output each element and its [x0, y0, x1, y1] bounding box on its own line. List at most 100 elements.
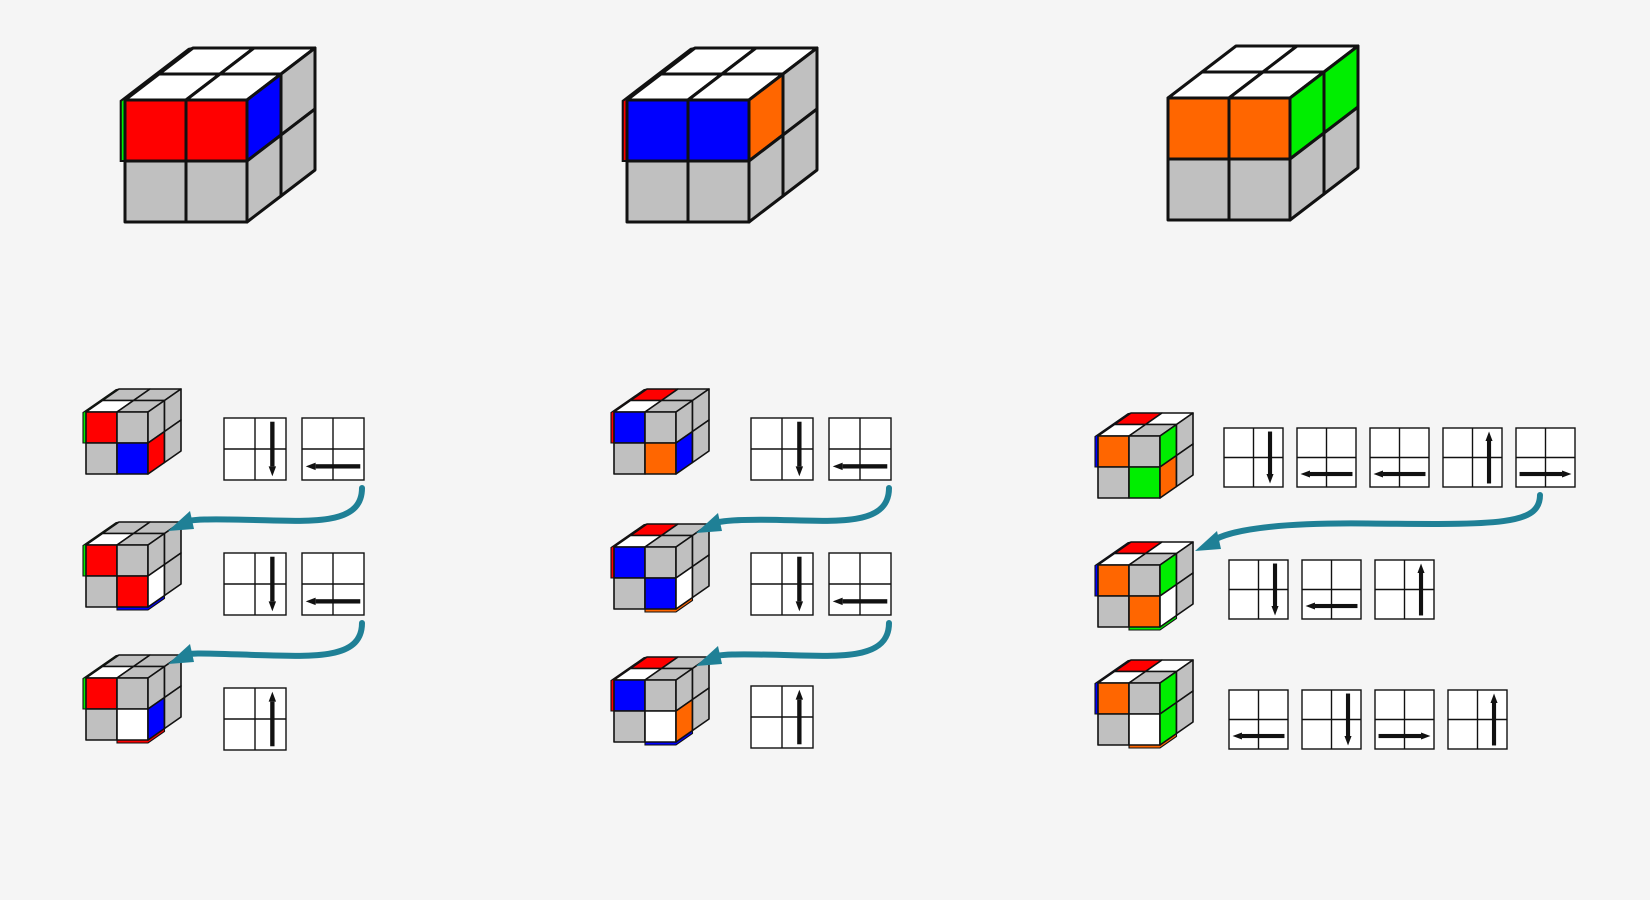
- move-up: [1447, 689, 1508, 750]
- move-down: [223, 417, 287, 481]
- sticker: [691, 687, 710, 732]
- right-face: [1159, 412, 1194, 499]
- top-face: [1097, 659, 1194, 684]
- sticker: [1128, 466, 1161, 499]
- sticker: [1175, 443, 1194, 488]
- sticker: [613, 679, 646, 712]
- arrow-up-icon: [1485, 431, 1493, 484]
- move-up: [750, 685, 814, 749]
- sticker: [85, 442, 118, 475]
- sticker: [1166, 157, 1231, 222]
- move-down: [750, 417, 814, 481]
- mini-cube: [610, 523, 710, 613]
- column-3: [1094, 412, 1576, 750]
- front-face: [85, 677, 149, 741]
- mini-cube: [610, 656, 710, 746]
- step-row: [82, 654, 287, 751]
- sticker: [1097, 713, 1130, 746]
- sticker: [163, 685, 182, 730]
- sticker: [644, 411, 677, 444]
- front-face: [1097, 435, 1161, 499]
- sticker: [1097, 564, 1130, 597]
- arrow-left-icon: [1373, 470, 1426, 478]
- arrow-down-icon: [1344, 693, 1352, 746]
- top-face: [613, 656, 710, 681]
- arrow-head: [1300, 470, 1310, 478]
- sticker: [613, 710, 646, 743]
- arrow-down-icon: [268, 556, 277, 612]
- move-left: [301, 417, 365, 481]
- right-face: [1159, 541, 1194, 628]
- curve-arrowhead: [168, 511, 194, 531]
- flow-curve-arrow: [168, 485, 365, 531]
- step-row: [610, 523, 892, 616]
- mini-cube: [82, 388, 182, 475]
- arrow-head: [268, 466, 277, 477]
- arrow-head: [795, 466, 804, 477]
- arrow-right-icon: [1519, 470, 1572, 478]
- arrow-shaft: [315, 464, 361, 469]
- sticker: [85, 575, 118, 608]
- arrow-shaft: [1491, 702, 1497, 746]
- sticker: [163, 419, 182, 464]
- sticker: [644, 577, 677, 610]
- step-row: [610, 388, 892, 481]
- big-cube-orange-case: [1166, 44, 1360, 222]
- sticker: [123, 159, 188, 224]
- front-face: [1166, 96, 1292, 222]
- curve-path: [179, 620, 365, 659]
- arrow-shaft: [1378, 733, 1422, 739]
- arrow-down-icon: [795, 556, 804, 612]
- curve-arrowhead: [696, 646, 722, 666]
- arrow-head: [1421, 732, 1431, 740]
- move-left: [828, 417, 892, 481]
- right-face: [147, 521, 182, 608]
- sticker: [644, 442, 677, 475]
- arrow-left-icon: [305, 597, 361, 606]
- arrow-head: [305, 597, 316, 606]
- top-face: [613, 523, 710, 548]
- sticker: [625, 159, 690, 224]
- sticker: [85, 411, 118, 444]
- arrow-shaft: [270, 556, 275, 602]
- sticker: [116, 677, 149, 710]
- move-up: [1374, 559, 1435, 620]
- column-1: [82, 388, 365, 751]
- arrow-head: [268, 601, 277, 612]
- sticker: [184, 98, 249, 163]
- arrow-down-icon: [795, 421, 804, 477]
- sticker: [1322, 105, 1360, 196]
- curve-path: [707, 485, 892, 528]
- flow-curve-arrow: [696, 485, 892, 533]
- mini-cube: [610, 388, 710, 475]
- sticker: [686, 98, 751, 163]
- arrow-right-icon: [1378, 732, 1431, 740]
- sticker: [613, 442, 646, 475]
- big-cube-blue-case: [621, 46, 819, 224]
- arrow-shaft: [270, 701, 275, 747]
- front-face: [613, 546, 677, 610]
- arrow-shaft: [1309, 471, 1353, 477]
- sticker: [1128, 713, 1161, 746]
- arrow-shaft: [842, 464, 888, 469]
- arrow-down-icon: [1271, 563, 1279, 616]
- step-row: [1094, 412, 1576, 499]
- arrow-head: [305, 462, 316, 471]
- mini-cube: [82, 654, 182, 744]
- arrow-shaft: [1418, 572, 1424, 616]
- arrow-shaft: [1519, 471, 1563, 477]
- curve-arrowhead: [1195, 531, 1221, 551]
- sticker: [116, 544, 149, 577]
- arrow-shaft: [1272, 563, 1278, 607]
- arrow-head: [1373, 470, 1383, 478]
- arrow-shaft: [270, 421, 275, 467]
- sticker: [1128, 435, 1161, 468]
- curve-arrowhead: [168, 644, 194, 664]
- right-face: [147, 388, 182, 475]
- arrow-down-icon: [268, 421, 277, 477]
- move-down: [223, 552, 287, 616]
- right-face: [747, 46, 819, 224]
- arrow-head: [832, 462, 843, 471]
- sticker: [1097, 466, 1130, 499]
- sticker: [184, 159, 249, 224]
